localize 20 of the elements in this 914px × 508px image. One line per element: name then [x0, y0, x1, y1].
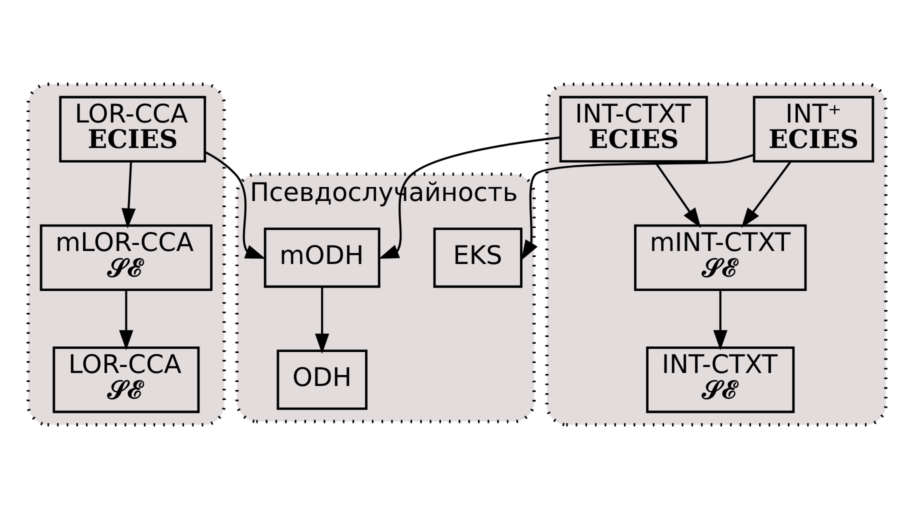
arrow — [204, 150, 266, 258]
arrow — [315, 286, 330, 354]
node-box: INT-CTXT ECIES — [559, 95, 708, 162]
node-box: EKS — [433, 227, 522, 288]
arrow — [713, 289, 728, 350]
node-box: mODH — [264, 227, 380, 288]
arrow — [654, 160, 701, 228]
node-box: INT-CTXT 𝒮ℰ — [646, 346, 795, 413]
arrow — [119, 289, 134, 350]
arrow — [122, 161, 136, 228]
node-box: INT⁺ ECIES — [752, 95, 874, 162]
node-box: LOR-CCA ECIES — [59, 95, 206, 162]
cluster — [26, 82, 226, 426]
node-box: ODH — [276, 349, 368, 410]
cluster — [545, 82, 888, 426]
node-box: mLOR-CCA 𝒮ℰ — [40, 224, 212, 291]
arrow — [521, 153, 754, 260]
arrow — [741, 160, 792, 228]
node-box: LOR-CCA 𝒮ℰ — [52, 346, 200, 413]
node-box: mINT-CTXT 𝒮ℰ — [634, 224, 807, 291]
